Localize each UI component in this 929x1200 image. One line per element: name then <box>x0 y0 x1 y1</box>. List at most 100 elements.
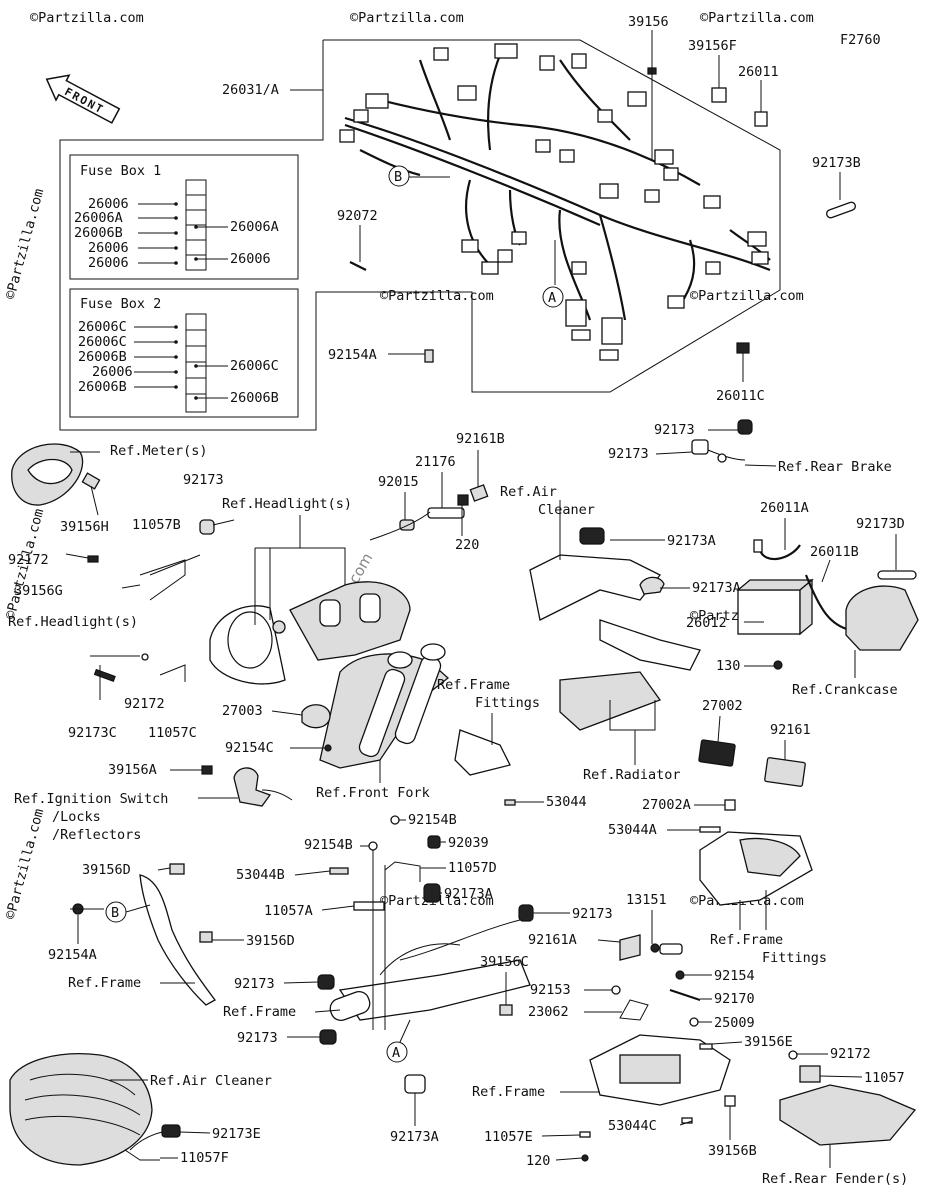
callout-92072: 92072 <box>337 208 378 224</box>
ecu-tray-assembly <box>698 739 813 906</box>
ref-radiator-label: Ref.Radiator <box>583 767 681 783</box>
callout-92154B: 92154B <box>304 837 353 853</box>
leader <box>609 700 656 731</box>
battery-assembly <box>736 539 919 670</box>
ref-rear-fender-label: Ref.Rear Fender(s) <box>762 1171 908 1187</box>
fuse-box-2-panel: Fuse Box 2 26006C 26006C 26006B 26006 26… <box>69 288 299 418</box>
callout-92173: 92173 <box>654 422 695 438</box>
fuse-label: 26006C <box>78 319 127 335</box>
leader-lines-top <box>290 30 841 382</box>
ref-air-cleaner-label: Ref.Air <box>500 484 557 500</box>
leader <box>125 904 151 913</box>
callout-92153: 92153 <box>530 982 571 998</box>
marker-label: A <box>392 1045 400 1061</box>
callout-53044A: 53044A <box>608 822 657 838</box>
callout-11057E: 11057E <box>484 1129 533 1145</box>
callout-27002A: 27002A <box>642 797 691 813</box>
watermark: ©Partzilla.com <box>700 10 814 26</box>
ref-frame-fittings-label: Fittings <box>762 950 827 966</box>
ignition-switch-parts <box>201 765 293 807</box>
callout-92173B: 92173B <box>812 155 861 171</box>
ref-air-cleaner-label: Cleaner <box>538 502 595 518</box>
leader <box>744 464 777 467</box>
callout-92161: 92161 <box>770 722 811 738</box>
callout-92173E: 92173E <box>212 1126 261 1142</box>
callout-26031A: 26031/A <box>222 82 279 98</box>
marker-label: B <box>394 169 402 185</box>
front-arrow-icon: FRONT <box>45 74 121 124</box>
fuse-label: 26006 <box>88 240 129 256</box>
callout-92173A: 92173A <box>444 886 493 902</box>
callout-92173A: 92173A <box>667 533 716 549</box>
connector-cap <box>754 111 768 127</box>
ref-ignition-switch-label: Ref.Ignition Switch <box>14 791 168 807</box>
ref-ignition-switch-label: /Reflectors <box>52 827 141 843</box>
callout-92154B: 92154B <box>408 812 457 828</box>
callout-25009: 25009 <box>714 1015 755 1031</box>
leader <box>555 1157 583 1161</box>
band <box>349 261 367 271</box>
callout-11057D: 11057D <box>448 860 497 876</box>
ref-frame-label: Ref.Frame <box>223 1004 296 1020</box>
leader <box>717 715 721 743</box>
leader <box>283 981 319 984</box>
connector-cover <box>711 87 727 103</box>
callout-39156D: 39156D <box>246 933 295 949</box>
callout-11057A: 11057A <box>264 903 313 919</box>
fuse-label: 26006C <box>230 358 279 374</box>
leader <box>399 1019 411 1043</box>
fuse-label: 26006C <box>78 334 127 350</box>
leader <box>679 1120 693 1126</box>
callout-53044: 53044 <box>546 794 587 810</box>
callout-39156C: 39156C <box>480 954 529 970</box>
callout-11057C: 11057C <box>148 725 197 741</box>
ref-frame-label: Ref.Frame <box>68 975 141 991</box>
leader <box>157 867 171 871</box>
ref-frame-fittings-label: Ref.Frame <box>437 677 510 693</box>
ref-marker-a <box>386 1041 408 1063</box>
ref-frame-fittings-label: Ref.Frame <box>710 932 783 948</box>
fuse-label: 26006B <box>78 379 127 395</box>
callout-92173A: 92173A <box>692 580 741 596</box>
callout-26011B: 26011B <box>810 544 859 560</box>
rear-brake-parts <box>691 419 753 463</box>
callout-92154: 92154 <box>714 968 755 984</box>
callout-26011: 26011 <box>738 64 779 80</box>
callout-92173: 92173 <box>237 1030 278 1046</box>
callout-92173: 92173 <box>608 446 649 462</box>
callout-11057B: 11057B <box>132 517 181 533</box>
callout-92170: 92170 <box>714 991 755 1007</box>
callout-92172: 92172 <box>8 552 49 568</box>
callout-92161B: 92161B <box>456 431 505 447</box>
main-harness-frame <box>59 39 781 431</box>
watermark: ©Partzilla.com <box>30 10 144 26</box>
callout-39156: 39156 <box>628 14 669 30</box>
callout-92173C: 92173C <box>68 725 117 741</box>
ref-rear-brake-label: Ref.Rear Brake <box>778 459 892 475</box>
leader <box>255 547 346 590</box>
ref-ignition-switch-label: /Locks <box>52 809 101 825</box>
ref-marker-a <box>542 286 564 308</box>
ref-headlight-label: Ref.Headlight(s) <box>8 614 138 630</box>
callout-92154A: 92154A <box>328 347 377 363</box>
marker-label: B <box>111 905 119 921</box>
clamp <box>424 349 434 363</box>
band-strap <box>826 201 856 219</box>
frame-fitting-bracket <box>454 729 516 806</box>
callout-92039: 92039 <box>448 835 489 851</box>
marker-label: A <box>548 290 556 306</box>
fuse-box-2-title: Fuse Box 2 <box>80 296 161 312</box>
ref-air-cleaner-label: Ref.Air Cleaner <box>150 1073 272 1089</box>
callout-13151: 13151 <box>626 892 667 908</box>
callout-39156D: 39156D <box>82 862 131 878</box>
main-wiring-harness <box>339 43 771 361</box>
callout-92161A: 92161A <box>528 932 577 948</box>
fuse-box-1-panel: Fuse Box 1 26006 26006A 26006B 26006 260… <box>69 154 299 280</box>
figure-code: F2760 <box>840 32 881 48</box>
leader <box>655 451 693 455</box>
callout-92173D: 92173D <box>856 516 905 532</box>
ref-headlight-label: Ref.Headlight(s) <box>222 496 352 512</box>
callout-92173: 92173 <box>183 472 224 488</box>
callout-92015: 92015 <box>378 474 419 490</box>
